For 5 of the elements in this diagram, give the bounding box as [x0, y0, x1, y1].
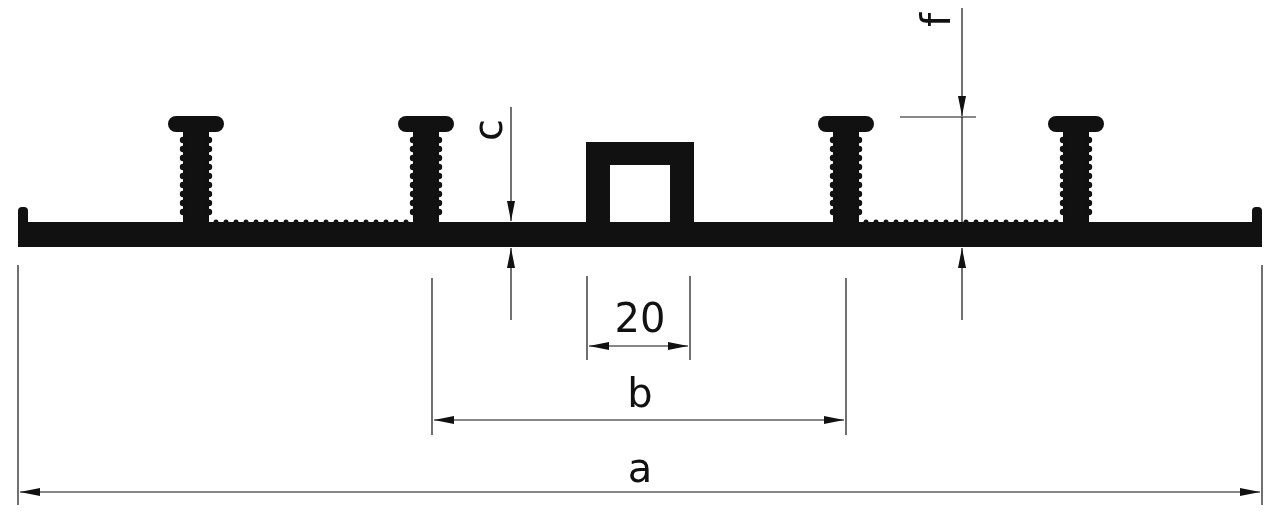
dimension-label: 20: [614, 298, 666, 338]
dimension-label: f: [916, 12, 956, 28]
dimension-label: c: [468, 119, 508, 141]
dimension-label: a: [627, 448, 653, 488]
dimension-label: b: [627, 373, 653, 413]
